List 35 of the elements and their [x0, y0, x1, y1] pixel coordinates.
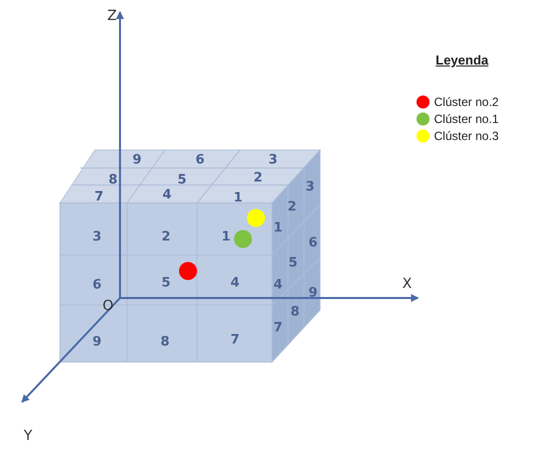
cell-number: 3	[268, 154, 278, 166]
cell-number: 7	[273, 322, 283, 334]
cell-number: 2	[287, 200, 297, 214]
cell-number: 6	[92, 278, 102, 292]
cell-number: 4	[273, 278, 283, 292]
legend-title: Leyenda	[436, 54, 488, 66]
cell-number: 3	[92, 230, 102, 244]
cell-number: 6	[195, 154, 205, 166]
cell-number: 6	[308, 236, 318, 250]
cell-number: 3	[305, 180, 315, 194]
legend-label: Clúster no.1	[434, 113, 499, 125]
cell-number: 7	[94, 190, 104, 204]
cell-number: 8	[290, 306, 300, 318]
axis-label: X	[402, 277, 412, 291]
cell-number: 5	[177, 174, 187, 186]
cell-number: 5	[161, 276, 171, 290]
origin-label: O	[102, 299, 114, 313]
cell-number: 1	[273, 222, 283, 234]
cell-number: 2	[161, 230, 171, 244]
cell-number: 4	[162, 188, 172, 202]
legend-label: Clúster no.3	[434, 130, 499, 142]
axis-label: Z	[107, 9, 117, 23]
cell-number: 4	[230, 276, 240, 290]
cell-number: 8	[108, 174, 118, 186]
cell-number: 9	[132, 154, 142, 166]
cell-number: 2	[253, 172, 263, 184]
cell-number: 1	[233, 192, 243, 204]
cell-number: 9	[92, 336, 102, 348]
cell-number: 5	[288, 256, 298, 270]
cell-number: 1	[221, 230, 231, 244]
axis-label: Y	[24, 429, 32, 443]
cell-number: 8	[160, 336, 170, 348]
cell-number: 9	[308, 286, 318, 300]
cell-number: 7	[230, 334, 240, 346]
legend-label: Clúster no.2	[434, 96, 499, 108]
